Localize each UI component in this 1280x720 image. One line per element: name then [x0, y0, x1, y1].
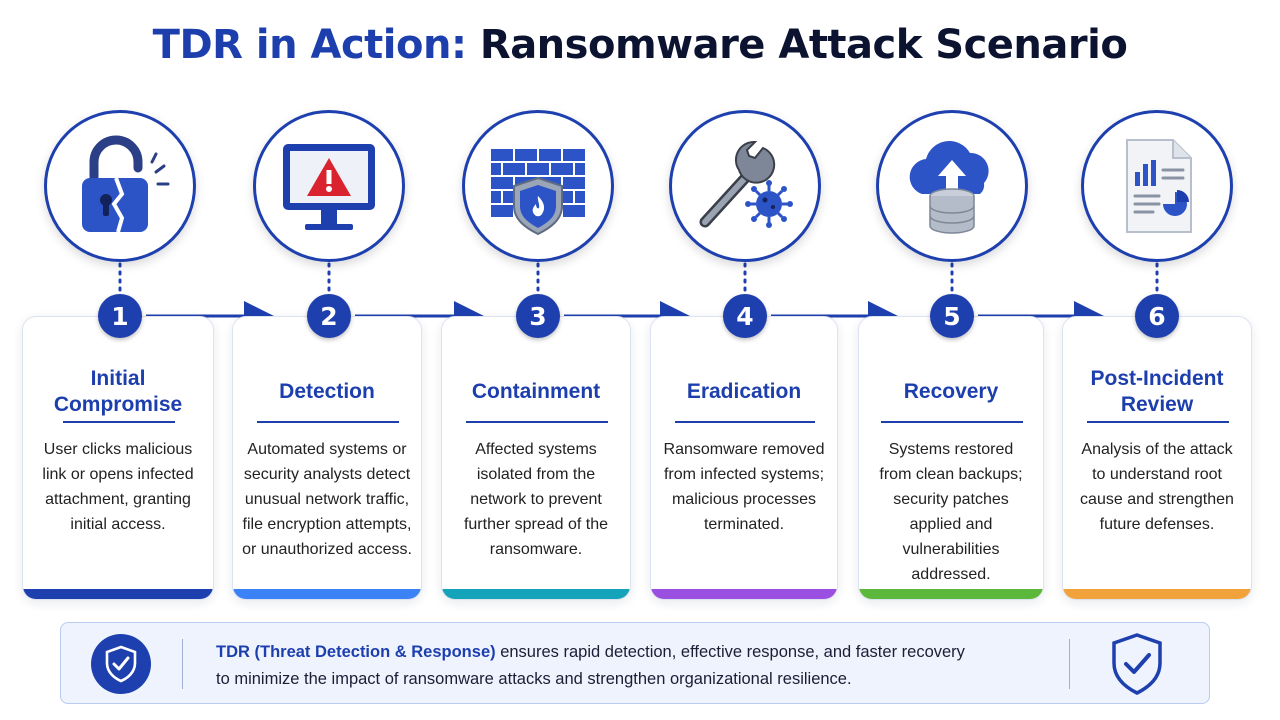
step-2-divider: [257, 421, 399, 423]
firewall-shield-icon: [489, 147, 587, 236]
step-6-number: 6: [1135, 294, 1179, 338]
step-3-description: Affected systems isolated from the netwo…: [463, 441, 609, 558]
step-5-description: Systems restored from clean backups; sec…: [879, 441, 1023, 583]
cloud-database-icon: [909, 141, 989, 234]
monitor-warning-icon: [283, 144, 375, 230]
shield-check-outline-icon: [1112, 633, 1162, 695]
step-6-divider: [1087, 421, 1229, 423]
broken-padlock-icon: [82, 135, 170, 233]
step-1-description: User clicks malicious link or opens infe…: [42, 441, 194, 533]
step-1-title: Initial Compromise: [53, 367, 183, 416]
step-5-icon-circle: [876, 110, 1028, 262]
step-1-color-bar: [23, 589, 213, 599]
step-2-title: Detection: [279, 380, 375, 403]
step-2-description: Automated systems or security analysts d…: [242, 441, 412, 558]
summary-banner: TDR (Threat Detection & Response) ensure…: [60, 622, 1210, 704]
step-4-divider: [675, 421, 815, 423]
summary-strong: TDR (Threat Detection & Response): [216, 643, 496, 661]
report-document-icon: [1126, 139, 1192, 233]
step-2-number: 2: [307, 294, 351, 338]
step-4-color-bar: [651, 589, 837, 599]
step-4-number: 4: [723, 294, 767, 338]
step-4-description: Ransomware removed from infected systems…: [663, 441, 825, 533]
step-1-divider: [63, 421, 175, 423]
step-5-card: Recovery Systems restored from clean bac…: [858, 316, 1044, 600]
step-3-icon-circle: [462, 110, 614, 262]
step-2-icon-circle: [253, 110, 405, 262]
step-5-color-bar: [859, 589, 1043, 599]
step-2-card: Detection Automated systems or security …: [232, 316, 422, 600]
shield-check-badge: [91, 634, 151, 694]
step-6-title: Post-Incident Review: [1090, 367, 1224, 416]
step-3-title: Containment: [471, 380, 601, 403]
wrench-virus-icon: [699, 140, 793, 228]
step-4-title: Eradication: [686, 380, 802, 403]
summary-divider-right: [1069, 639, 1070, 689]
summary-divider-left: [182, 639, 183, 689]
step-6-color-bar: [1063, 589, 1251, 599]
page-title: TDR in Action: Ransomware Attack Scenari…: [0, 22, 1280, 68]
step-1-icon-circle: [44, 110, 196, 262]
step-3-color-bar: [442, 589, 630, 599]
step-1-card: Initial Compromise User clicks malicious…: [22, 316, 214, 600]
step-6-icon-circle: [1081, 110, 1233, 262]
title-accent: TDR in Action:: [152, 22, 467, 68]
step-5-title: Recovery: [903, 380, 999, 403]
summary-line2: to minimize the impact of ransomware att…: [216, 670, 852, 688]
summary-text: TDR (Threat Detection & Response) ensure…: [216, 639, 1056, 693]
step-3-card: Containment Affected systems isolated fr…: [441, 316, 631, 600]
title-rest: Ransomware Attack Scenario: [479, 22, 1128, 68]
summary-line1: ensures rapid detection, effective respo…: [495, 643, 965, 661]
step-5-divider: [881, 421, 1023, 423]
step-6-description: Analysis of the attack to understand roo…: [1080, 441, 1234, 533]
step-4-card: Eradication Ransomware removed from infe…: [650, 316, 838, 600]
step-1-number: 1: [98, 294, 142, 338]
step-2-color-bar: [233, 589, 421, 599]
shield-check-icon: [105, 645, 137, 683]
step-3-number: 3: [516, 294, 560, 338]
step-5-number: 5: [930, 294, 974, 338]
step-4-icon-circle: [669, 110, 821, 262]
step-3-divider: [466, 421, 608, 423]
step-6-card: Post-Incident Review Analysis of the att…: [1062, 316, 1252, 600]
